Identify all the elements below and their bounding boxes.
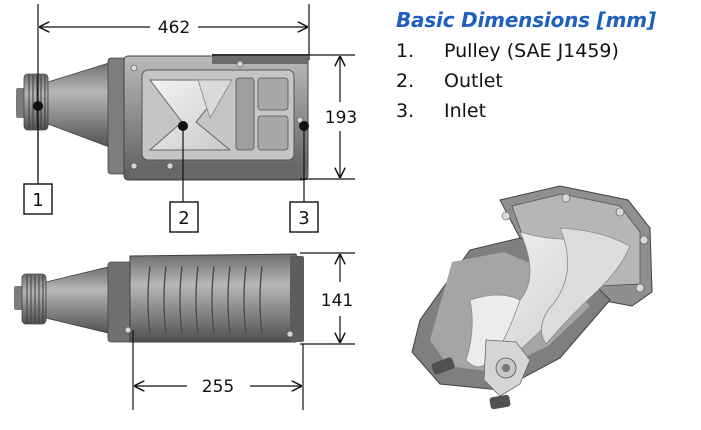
legend-item-number: 1. — [396, 40, 415, 62]
dimension-body-length: 255 — [132, 330, 304, 410]
legend-item-label: Pulley (SAE J1459) — [444, 40, 619, 62]
dimension-body-length-label: 255 — [202, 377, 234, 397]
dimension-overall-length-label: 462 — [158, 18, 190, 38]
callout-inlet: 3 — [289, 121, 319, 233]
dimension-width-label: 141 — [321, 291, 353, 311]
callout-inlet-number: 3 — [298, 208, 309, 229]
legend-item-label: Inlet — [444, 100, 487, 122]
top-view-supercharger — [16, 54, 309, 181]
callout-outlet: 2 — [169, 121, 199, 233]
legend-item: 3. Inlet — [396, 96, 696, 126]
legend-item-number: 2. — [396, 70, 415, 92]
legend-title: Basic Dimensions [mm] — [396, 8, 656, 32]
legend-item: 1. Pulley (SAE J1459) — [396, 36, 696, 66]
dimension-height: 193 — [212, 54, 357, 180]
callout-pulley: 1 — [23, 101, 53, 215]
legend-list: 1. Pulley (SAE J1459) 2. Outlet 3. Inlet — [396, 36, 696, 126]
legend-panel: Basic Dimensions [mm] 1. Pulley (SAE J14… — [396, 8, 696, 126]
legend-item-number: 3. — [396, 100, 415, 122]
callout-pulley-number: 1 — [32, 190, 43, 211]
rotor-cutaway-image — [411, 185, 653, 410]
dimension-width: 141 — [300, 252, 355, 345]
legend-item: 2. Outlet — [396, 66, 696, 96]
side-view-supercharger — [14, 253, 304, 343]
dimension-height-label: 193 — [325, 108, 357, 128]
legend-item-label: Outlet — [444, 70, 503, 92]
callout-outlet-number: 2 — [178, 208, 189, 229]
